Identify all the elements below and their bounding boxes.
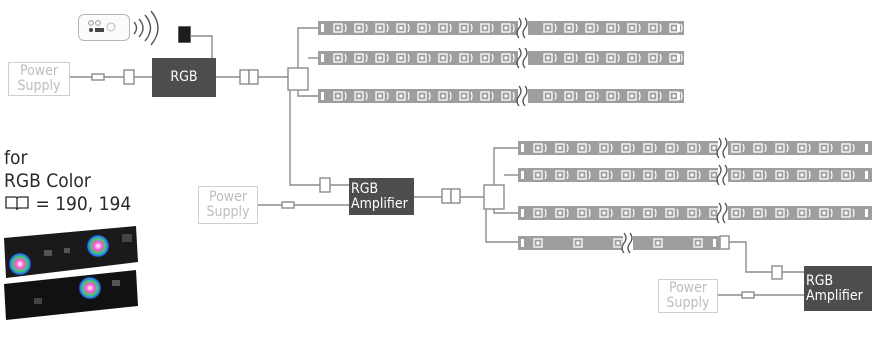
note-line-2: RGB Color <box>4 170 91 192</box>
rgb-controller-label: RGB <box>170 69 198 86</box>
led-strips <box>318 17 872 254</box>
rgb-amplifier-2-label-2: Amplifier <box>806 287 863 304</box>
power-supply-1-label-2: Supply <box>17 78 61 94</box>
rgb-amplifier-1: RGB Amplifier <box>349 178 414 215</box>
led-strip-6 <box>518 202 872 224</box>
power-supply-3: Power Supply <box>658 279 718 313</box>
rgb-amplifier-1-label-1: RGB <box>351 180 379 197</box>
wireless-signal-icon <box>133 10 159 46</box>
led-strip-7 <box>518 232 720 254</box>
rgb-amplifier-2-label-1: RGB <box>806 272 834 289</box>
power-supply-1: Power Supply <box>8 62 70 96</box>
power-supply-2-label-1: Power <box>208 189 248 206</box>
led-strip-photo <box>4 226 138 320</box>
led-strip-4 <box>518 137 872 159</box>
power-supply-2: Power Supply <box>198 186 258 224</box>
power-supply-1-label-1: Power <box>19 63 59 80</box>
remote-control-icon <box>78 14 130 41</box>
power-supply-2-label-2: Supply <box>206 204 250 220</box>
note-pages-text: = 190, 194 <box>35 193 132 215</box>
rgb-color-note: for RGB Color = 190, 194 <box>4 147 131 216</box>
book-icon <box>5 196 29 211</box>
rgb-controller: RGB <box>152 58 216 97</box>
note-line-1: for <box>4 147 28 169</box>
led-strip-3 <box>318 85 684 107</box>
power-supply-3-label-2: Supply <box>666 295 710 311</box>
wires <box>70 26 872 299</box>
rgb-amplifier-1-label-2: Amplifier <box>351 195 408 212</box>
led-strip-5 <box>518 164 872 186</box>
power-supply-3-label-1: Power <box>668 280 708 297</box>
led-strip-2 <box>318 47 684 69</box>
rgb-amplifier-2: RGB Amplifier <box>804 266 872 311</box>
note-pages: = 190, 194 <box>4 193 131 216</box>
led-strip-1 <box>318 17 684 39</box>
